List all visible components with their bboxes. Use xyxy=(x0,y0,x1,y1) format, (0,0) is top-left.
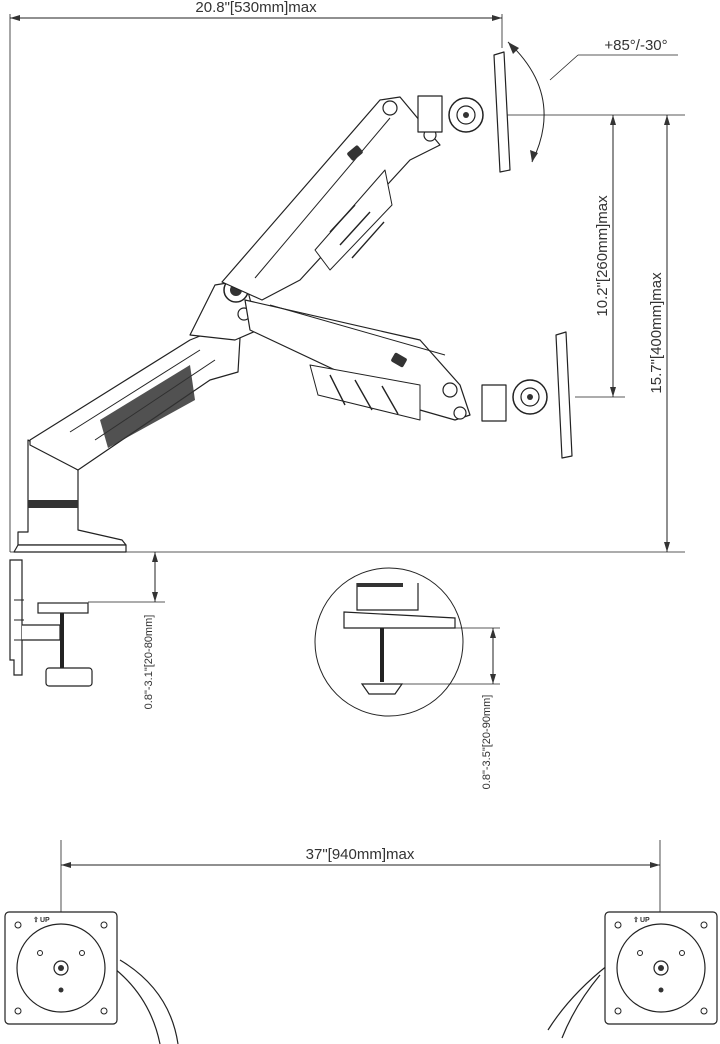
clamp-dimension: 0.8"-3.1"[20-80mm] xyxy=(88,552,165,709)
grommet-range-label: 0.8"-3.5"[20-90mm] xyxy=(481,695,493,790)
plate-up-label-left: UP xyxy=(40,917,50,924)
vesa-plate-left: ⇧ UP xyxy=(4,911,179,1044)
monitor-arm xyxy=(13,51,573,553)
span-dimension: 37"[940mm]max xyxy=(60,840,661,980)
reach-label: 20.8"[530mm]max xyxy=(195,0,317,16)
arrow-up-icon: ⇧ xyxy=(633,916,639,924)
desk-clamp xyxy=(9,559,93,687)
height-span-label: 10.2"[260mm]max xyxy=(594,195,611,317)
vesa-plate-right: ⇧ UP xyxy=(547,911,718,1039)
grommet-detail: 0.8"-3.5"[20-90mm] xyxy=(314,567,500,790)
height-span-dimension: 10.2"[260mm]max xyxy=(500,114,625,398)
clamp-range-label: 0.8"-3.1"[20-80mm] xyxy=(143,615,155,710)
reach-dimension: 20.8"[530mm]max xyxy=(9,0,503,552)
max-height-label: 15.7"[400mm]max xyxy=(648,272,665,394)
arrow-up-icon: ⇧ xyxy=(33,916,39,924)
tilt-dimension: +85°/-30° xyxy=(507,37,678,163)
plate-up-label-right: UP xyxy=(640,917,650,924)
span-label: 37"[940mm]max xyxy=(306,846,415,863)
tilt-label: +85°/-30° xyxy=(604,37,667,54)
